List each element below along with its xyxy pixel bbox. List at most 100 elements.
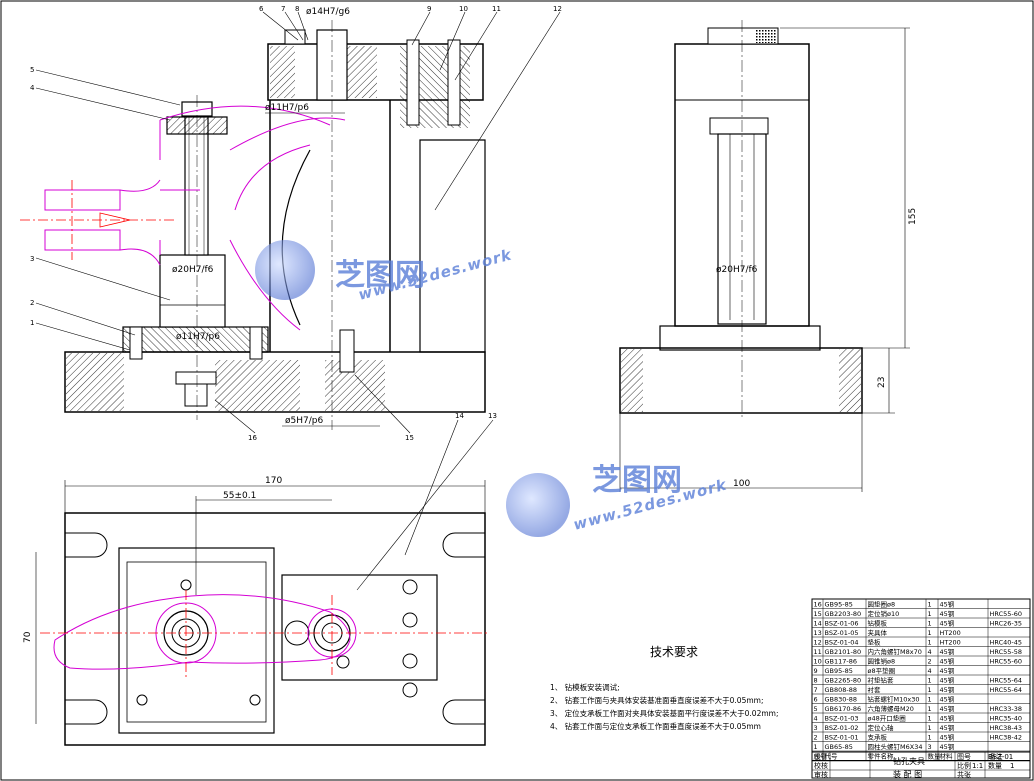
tb-scale: 1:1 xyxy=(972,762,983,770)
bom-cell-code: GB808-88 xyxy=(825,686,858,694)
side-base xyxy=(619,347,863,414)
bom-cell-name: 定位心轴 xyxy=(868,723,895,732)
base-hatch-left xyxy=(66,353,124,411)
tb-qty: 1 xyxy=(1010,762,1014,770)
bom-cell-remark: HRC33-38 xyxy=(990,705,1023,713)
balloon-10: 10 xyxy=(459,5,468,13)
top-drill-plate xyxy=(281,574,438,681)
bom-cell-name: 垫板 xyxy=(868,638,882,647)
balloon-12: 12 xyxy=(553,5,562,13)
bom-cell-no: 3 xyxy=(814,724,818,732)
balloon-7: 7 xyxy=(281,5,285,13)
bom-cell-name: ø48开口垫圈 xyxy=(868,714,906,723)
watermark-globe-icon-2 xyxy=(506,473,570,537)
bom-cell-qty: 1 xyxy=(928,629,932,637)
bom-cell-material: 45钢 xyxy=(940,610,955,618)
bom-cell-material: 45钢 xyxy=(940,696,955,704)
bom-cell-remark: HRC55-60 xyxy=(990,658,1023,666)
bom-cell-qty: 1 xyxy=(928,715,932,723)
bom-cell-name: 圆锥销ø8 xyxy=(868,657,896,666)
dim-fit-5: ø5H7/p6 xyxy=(285,416,323,426)
top-view: 170 55±0.1 70 xyxy=(23,476,490,746)
bom-header-remark: 备注 xyxy=(990,752,1004,761)
balloon-9: 9 xyxy=(427,5,431,13)
tech-item-3: 3、 定位支承板工作面对夹具体安装基面平行度误差不大于0.02mm; xyxy=(550,708,779,718)
balloon-1: 1 xyxy=(30,319,34,327)
top-workpiece xyxy=(53,594,357,670)
bom-cell-material: HT200 xyxy=(940,639,961,647)
leaders xyxy=(35,11,561,591)
bom-cell-material: 45钢 xyxy=(940,658,955,666)
bom-cell-material: 45钢 xyxy=(940,601,955,609)
screw-left xyxy=(129,326,143,360)
bom-cell-qty: 1 xyxy=(928,610,932,618)
bom-cell-code: BSZ-01-01 xyxy=(825,734,859,742)
bom-cell-code: BSZ-01-02 xyxy=(825,724,859,732)
bom-cell-code: GB2265-80 xyxy=(825,677,862,685)
bom-cell-remark: HRC55-60 xyxy=(990,610,1023,618)
bottom-washer xyxy=(184,383,208,407)
tech-requirements: 技术要求 1、 钻模板安装调试; 2、 钻套工作面与夹具体安装基准面垂直度误差不… xyxy=(550,645,779,731)
top-centerlines xyxy=(40,590,490,680)
dim-height-23: 23 xyxy=(877,377,887,388)
balloon-2: 2 xyxy=(30,299,34,307)
tb-label-drawing-no: 图号 xyxy=(957,753,971,761)
bom-cell-qty: 1 xyxy=(928,620,932,628)
bom-header-qty: 数量 xyxy=(928,752,942,761)
side-view: ø20H7/f6 155 23 100 xyxy=(619,20,918,492)
tech-item-1: 1、 钻模板安装调试; xyxy=(550,682,620,692)
bom-cell-name: 夹具体 xyxy=(868,628,888,637)
tb-footer: 装 配 图 xyxy=(893,769,922,779)
bom-cell-no: 5 xyxy=(814,705,818,713)
top-bolt-a xyxy=(406,39,420,126)
bom-cell-qty: 1 xyxy=(928,686,932,694)
dim-width-170: 170 xyxy=(265,476,282,486)
bom-cell-name: ø8平垫圈 xyxy=(868,666,896,675)
bom-cell-code: BSZ-01-04 xyxy=(825,639,859,647)
bom-cell-remark: HRC55-64 xyxy=(990,677,1023,685)
balloon-4: 4 xyxy=(30,84,35,92)
bom-cell-no: 6 xyxy=(814,696,818,704)
bom-cell-remark: HRC38-43 xyxy=(990,724,1023,732)
bom-cell-no: 10 xyxy=(814,658,822,666)
bom-cell-no: 2 xyxy=(814,734,818,742)
dim-height-70: 70 xyxy=(23,631,33,643)
bom-cell-remark: HRC55-64 xyxy=(990,686,1023,694)
bom-header-code: 代号 xyxy=(825,752,839,761)
dim-fit-20-side: ø20H7/f6 xyxy=(716,265,758,275)
dim-width-100: 100 xyxy=(733,479,750,489)
bom-cell-remark: HRC35-40 xyxy=(990,715,1023,723)
bom-cell-material: 45钢 xyxy=(940,620,955,628)
watermark-2: 芝图网 www.52des.work xyxy=(506,463,729,537)
bom-cell-code: GB830-88 xyxy=(825,696,858,704)
tech-item-4: 4、 钻套工作面与定位支承板工作面垂直度误差不大于0.05mm xyxy=(550,721,761,731)
bom-cell-name: 衬套 xyxy=(868,685,882,694)
drill-plate-hatch-b xyxy=(345,46,377,98)
bom-cell-code: GB2203-80 xyxy=(825,610,862,618)
bom-cell-name: 圆柱头螺钉M6X34 xyxy=(868,742,923,751)
bom-cell-no: 13 xyxy=(814,629,822,637)
bom-cell-name: 钻模板 xyxy=(868,619,888,628)
dim-fit-20-front: ø20H7/f6 xyxy=(172,265,214,275)
bom-cell-material: 45钢 xyxy=(940,705,955,713)
tb-label-sheet: 共张 xyxy=(957,770,971,779)
bom-cell-qty: 1 xyxy=(928,696,932,704)
balloon-16: 16 xyxy=(248,434,257,442)
drill-plate-hatch-a xyxy=(270,46,295,98)
bom-cell-name: 钻套螺钉M10x30 xyxy=(868,695,920,704)
bom-cell-no: 12 xyxy=(814,639,822,647)
tb-label-checked: 校核 xyxy=(814,761,828,770)
bom-cell-no: 4 xyxy=(814,715,818,723)
balloon-13: 13 xyxy=(488,412,497,420)
watermark-globe-icon xyxy=(255,240,315,300)
workpiece-outline xyxy=(44,105,346,331)
bom-cell-code: GB95-85 xyxy=(825,667,853,675)
side-knurl xyxy=(755,29,777,43)
dim-height-155: 155 xyxy=(908,208,918,225)
bom-border xyxy=(811,598,1031,761)
bom-cell-code: BSZ-01-06 xyxy=(825,620,859,628)
bom-cell-qty: 1 xyxy=(928,677,932,685)
screw-right xyxy=(249,326,263,360)
bom-cell-material: 45钢 xyxy=(940,715,955,723)
